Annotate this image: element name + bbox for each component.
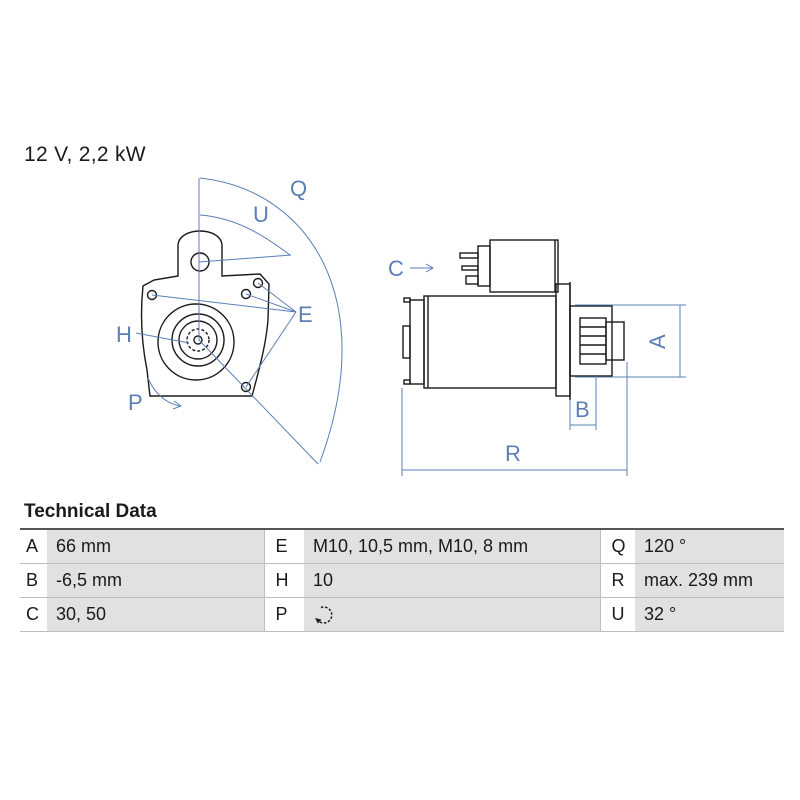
table-row: A 66 mm E M10, 10,5 mm, M10, 8 mm Q 120 … [20, 528, 784, 564]
hole-upper-line [198, 254, 292, 263]
drive-end-housing [555, 283, 571, 397]
pinion [579, 317, 607, 365]
end-cap-bracket [402, 325, 411, 359]
mount-lug-hole [190, 252, 210, 272]
h-leader [135, 332, 190, 344]
spec-key: Q [599, 528, 635, 564]
label-p: P [128, 390, 143, 415]
side-view-letters: C A B R [388, 256, 670, 466]
hole-diagonal-line [198, 339, 319, 465]
spec-value: 66 mm [47, 528, 264, 564]
front-flange-outline [140, 230, 270, 397]
spec-key: C [20, 597, 47, 632]
c-arrowhead [425, 263, 435, 273]
angle-q-arc [199, 177, 343, 463]
technical-data-table: A 66 mm E M10, 10,5 mm, M10, 8 mm Q 120 … [20, 528, 784, 632]
side-view [402, 239, 625, 400]
technical-data-heading: Technical Data [24, 501, 157, 522]
label-a: A [645, 334, 670, 349]
starter-motor-technical-drawing: Q U E H P [116, 176, 686, 476]
through-bolt-top [403, 297, 411, 303]
front-view-letters: Q U E H P [116, 176, 313, 415]
e-leader-2 [245, 293, 297, 313]
spec-value: max. 239 mm [635, 563, 784, 598]
table-row: B -6,5 mm H 10 R max. 239 mm [20, 563, 784, 598]
rotation-counterclockwise-icon [315, 605, 333, 624]
spec-key: P [263, 597, 304, 632]
mount-hole-left [146, 289, 158, 301]
solenoid-body [489, 239, 559, 293]
label-b: B [575, 397, 590, 422]
voltage-power-rating: 12 V, 2,2 kW [24, 143, 146, 166]
spec-key: U [599, 597, 635, 632]
spec-key: B [20, 563, 47, 598]
spec-key: E [263, 528, 304, 564]
spec-key: A [20, 528, 47, 564]
spec-key: R [599, 563, 635, 598]
e-leader-1 [151, 294, 297, 313]
label-c: C [388, 256, 404, 281]
e-leader-4 [245, 311, 297, 388]
end-cap [409, 299, 425, 385]
front-view-dimensions [135, 177, 343, 465]
e-leader-3 [257, 282, 297, 313]
motor-housing-circle [157, 303, 235, 381]
rotation-p-arc [147, 377, 181, 407]
pinion-gear [186, 328, 210, 352]
label-r: R [505, 441, 521, 466]
side-view-dimensions [401, 263, 686, 476]
label-q: Q [290, 176, 307, 201]
spec-value: -6,5 mm [47, 563, 264, 598]
pinion-shaft [193, 335, 203, 345]
spec-value: 32 ° [635, 597, 784, 632]
mount-hole-right-upper [240, 288, 252, 300]
spec-value: 10 [304, 563, 600, 598]
angle-u-arc [199, 214, 291, 256]
spec-value: M10, 10,5 mm, M10, 8 mm [304, 528, 600, 564]
mount-hole-lower [240, 381, 252, 393]
terminal-nut [465, 275, 479, 285]
terminal-stud-30 [459, 252, 479, 259]
label-e: E [298, 302, 313, 327]
spec-value: 30, 50 [47, 597, 264, 632]
through-bolt-bottom [403, 379, 411, 385]
pinion-bore-inner [178, 320, 218, 360]
terminal-stud-50 [461, 265, 479, 271]
front-view [140, 230, 270, 397]
table-row: C 30, 50 P U 32 ° [20, 597, 784, 632]
label-u: U [253, 202, 269, 227]
spec-value: 120 ° [635, 528, 784, 564]
pinion-housing [569, 305, 613, 377]
spec-key: H [263, 563, 304, 598]
solenoid-cap [477, 245, 491, 287]
mount-hole-right [252, 277, 264, 289]
pinion-nose [605, 321, 625, 361]
spec-value [304, 597, 600, 632]
label-h: H [116, 322, 132, 347]
rotation-p-arrowhead [172, 400, 183, 410]
motor-body [423, 295, 557, 389]
